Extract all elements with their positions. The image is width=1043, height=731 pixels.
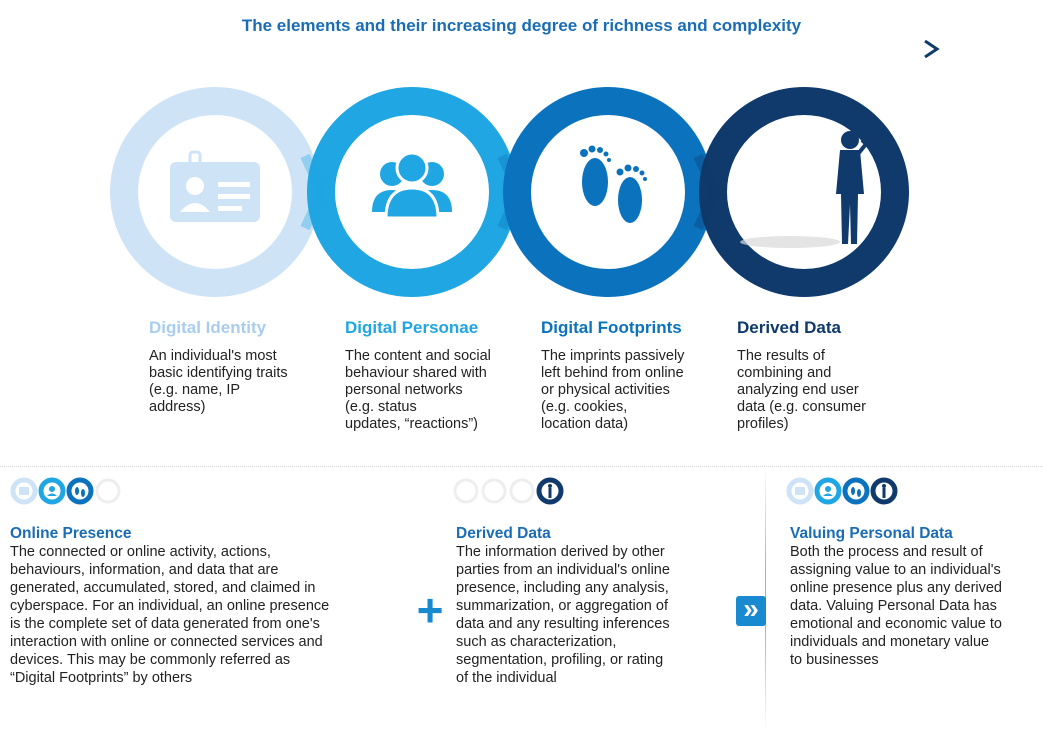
stage-digital-personae: Digital Personae The content and social … xyxy=(345,318,525,433)
footprints-icon xyxy=(580,145,647,223)
double-chevron-icon: » xyxy=(736,595,766,626)
stage-title: Digital Identity xyxy=(149,318,267,337)
section-body: The connected or online activity, action… xyxy=(10,544,330,686)
mini-rings-derived-data xyxy=(453,477,564,505)
stage-title: Digital Personae xyxy=(345,318,479,337)
section-title: Derived Data xyxy=(456,525,551,542)
ring-digital-identity xyxy=(110,87,320,297)
stage-title: Derived Data xyxy=(737,318,841,337)
stage-digital-identity: Digital Identity An individual's most ba… xyxy=(149,318,329,416)
stage-title: Digital Footprints xyxy=(541,318,682,337)
mini-rings-online-presence xyxy=(10,477,121,505)
mini-rings-valuing-personal-data xyxy=(786,477,898,505)
progression-arrow xyxy=(120,39,940,59)
people-group-icon xyxy=(372,151,452,220)
ring-digital-footprints xyxy=(503,87,713,297)
id-badge-icon xyxy=(170,150,260,222)
ring-derived-data xyxy=(699,87,909,297)
stage-description: The content and social behaviour shared … xyxy=(345,348,491,432)
plus-icon: + xyxy=(416,584,444,636)
stage-digital-footprints: Digital Footprints The imprints passivel… xyxy=(541,318,721,433)
section-title: Online Presence xyxy=(10,525,132,542)
stage-description: The results of combining and analyzing e… xyxy=(737,348,866,432)
stage-derived-data: Derived Data The results of combining an… xyxy=(737,318,917,433)
elements-rings-diagram xyxy=(110,87,909,297)
person-on-phone-icon xyxy=(740,131,869,248)
section-valuing-personal-data: Valuing Personal Data Both the process a… xyxy=(790,525,1043,669)
section-online-presence: Online Presence The connected or online … xyxy=(10,525,410,687)
stage-description: The imprints passively left behind from … xyxy=(541,348,685,432)
section-divider xyxy=(0,466,1043,467)
section-body: The information derived by other parties… xyxy=(456,544,670,686)
section-body: Both the process and result of assigning… xyxy=(790,544,1002,668)
section-derived-data: Derived Data The information derived by … xyxy=(456,525,746,687)
stage-description: An individual's most basic identifying t… xyxy=(149,348,288,415)
page-title: The elements and their increasing degree… xyxy=(241,16,802,35)
section-title: Valuing Personal Data xyxy=(790,525,953,542)
